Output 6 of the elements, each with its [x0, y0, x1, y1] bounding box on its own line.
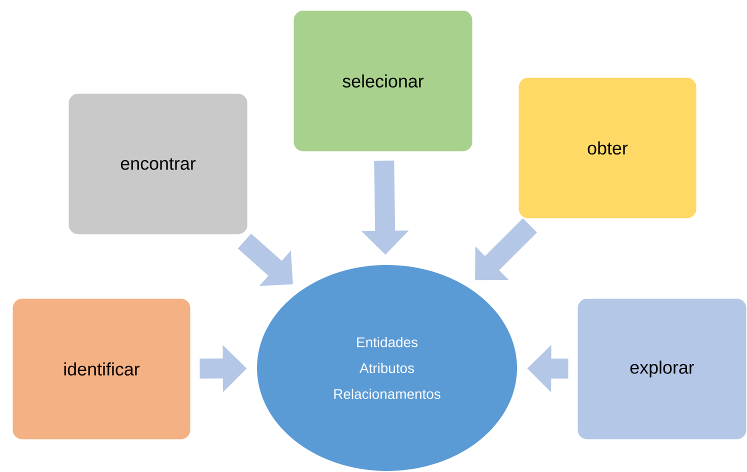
action-box: selecionar — [292, 9, 474, 153]
action-box: encontrar — [67, 92, 249, 236]
action-box: obter — [517, 76, 698, 220]
block-arrow — [475, 218, 537, 280]
action-box: identificar — [11, 297, 192, 441]
action-box: explorar — [576, 297, 747, 441]
